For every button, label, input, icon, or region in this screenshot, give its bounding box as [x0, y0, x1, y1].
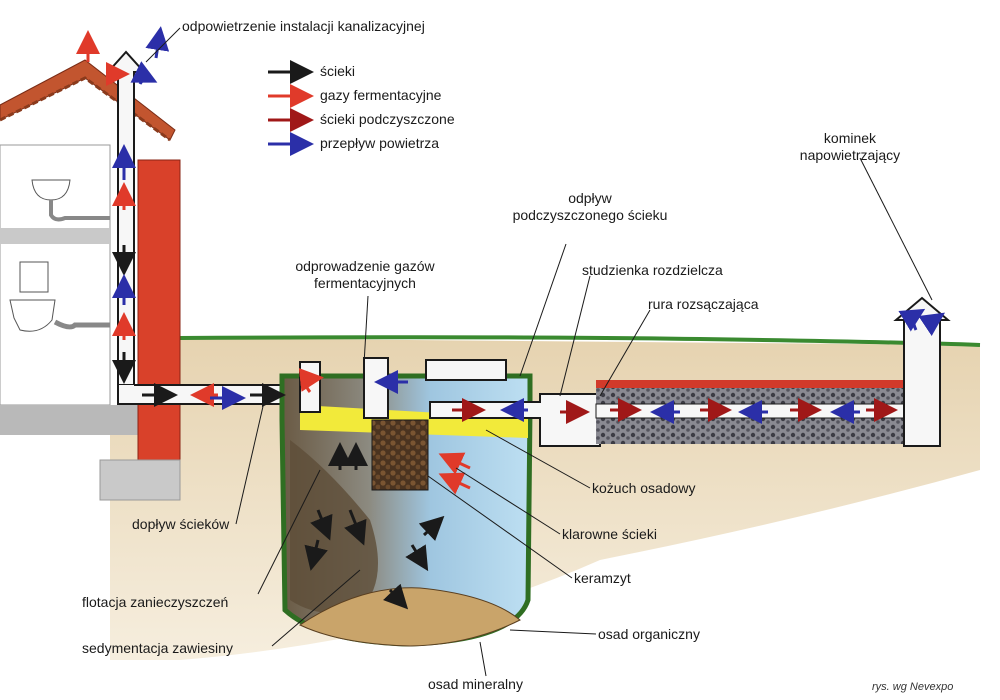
label-osad-mineralny: osad mineralny: [428, 676, 523, 692]
vent-stack: [105, 50, 147, 386]
keramzyt-filter: [371, 419, 429, 491]
flow-arrows: [76, 26, 945, 610]
label-kozuch: kożuch osadowy: [592, 480, 696, 496]
label-kominek: kominek napowietrzający: [790, 130, 910, 164]
house: [0, 59, 176, 435]
label-gazy-line2: fermentacyjnych: [314, 275, 416, 291]
legend-label: ścieki: [320, 63, 356, 79]
legend-arrows: [268, 60, 314, 156]
leader-lines: [145, 27, 933, 677]
aeration-chimney: [893, 296, 951, 447]
label-gazy-line1: odprowadzenie gazów: [295, 258, 435, 274]
legend-label: gazy fermentacyjne: [320, 87, 442, 103]
label-doplyw: dopływ ścieków: [132, 516, 230, 532]
label-osad-organiczny: osad organiczny: [598, 626, 700, 642]
label-rura: rura rozsączająca: [648, 296, 759, 312]
label-odplyw-line2: podczyszczonego ścieku: [512, 207, 668, 223]
label-flotacja: flotacja zanieczyszczeń: [82, 594, 229, 610]
label-kominek-line2: napowietrzający: [799, 147, 901, 163]
label-odplyw: odpływ podczyszczonego ścieku: [490, 190, 690, 224]
label-sedymentacja: sedymentacja zawiesiny: [82, 640, 233, 656]
label-keramzyt: keramzyt: [574, 570, 631, 586]
label-studzienka: studzienka rozdzielcza: [582, 262, 723, 278]
legend-label: ścieki podczyszczone: [320, 111, 455, 127]
credit-text: rys. wg Nevexpo: [872, 681, 954, 693]
label-odplyw-line1: odpływ: [568, 190, 612, 206]
label-kominek-line1: kominek: [823, 130, 877, 146]
brick-wall: [137, 159, 181, 461]
label-vent-top: odpowietrzenie instalacji kanalizacyjnej: [182, 18, 425, 34]
mineral-sediment: [298, 587, 521, 647]
label-klarowne: klarowne ścieki: [562, 526, 657, 542]
label-gazy: odprowadzenie gazów fermentacyjnych: [270, 258, 460, 292]
legend-label: przepływ powietrza: [320, 135, 440, 151]
